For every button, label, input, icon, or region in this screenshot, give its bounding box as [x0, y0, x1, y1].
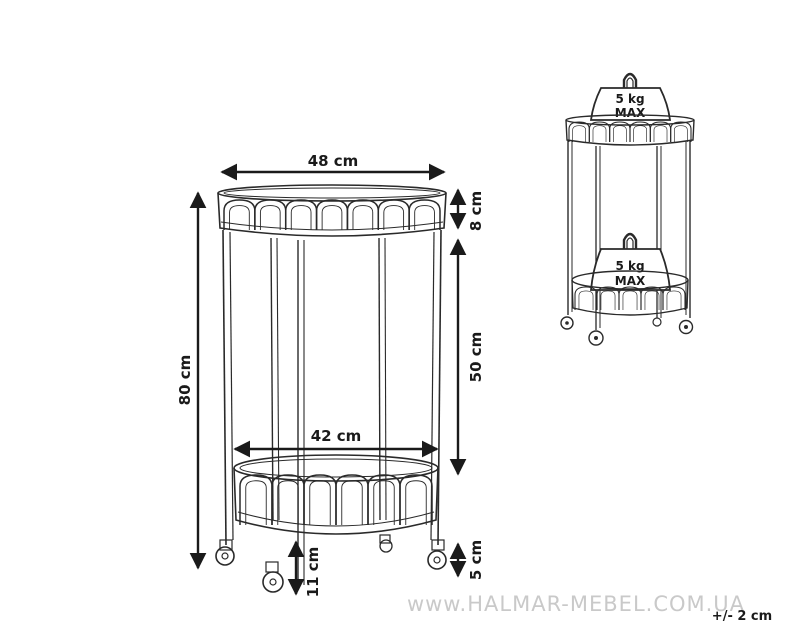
bottom-weight-value: 5 kg	[615, 259, 644, 273]
main-cart-drawing	[215, 184, 447, 593]
dimension-8cm: 8 cm	[449, 188, 485, 231]
arch	[399, 474, 433, 525]
arch	[223, 199, 256, 230]
arch-inner	[383, 205, 405, 230]
arch	[670, 121, 692, 142]
dimension-48cm: 48 cm	[220, 152, 446, 181]
arch-inner	[277, 480, 299, 525]
dimension-42cm: 42 cm	[233, 427, 439, 458]
arch-inner	[666, 290, 682, 310]
small-top-arches	[568, 121, 692, 142]
arch-inner	[578, 290, 594, 310]
arch-inner	[414, 205, 435, 230]
weight-icon-bottom: 5 kg MAX	[590, 232, 671, 291]
arch-inner	[633, 125, 648, 142]
arch	[315, 199, 349, 230]
label-50cm: 50 cm	[467, 332, 485, 383]
arch	[596, 286, 620, 310]
small-bottom-arches	[574, 286, 686, 310]
watermark: www.HALMAR-MEBEL.COM.UA	[407, 592, 745, 616]
dimension-5cm: 5 cm	[449, 540, 485, 580]
dimension-50cm: 50 cm	[449, 238, 485, 476]
arch	[588, 121, 611, 142]
arch	[649, 121, 672, 142]
arch-inner	[644, 290, 660, 310]
small-wheels	[560, 316, 694, 346]
bottom-weight-max: MAX	[615, 274, 646, 288]
arch-inner	[572, 125, 587, 142]
wheel-front-left	[215, 539, 235, 566]
bottom-tray-arches	[239, 474, 433, 525]
arch-inner	[622, 290, 638, 310]
arch-inner	[592, 125, 607, 142]
arch-inner	[259, 205, 281, 230]
arch	[367, 474, 401, 525]
arch	[377, 199, 410, 230]
arch	[335, 474, 369, 525]
arch	[271, 474, 305, 525]
label-80cm: 80 cm	[176, 355, 194, 406]
arch	[574, 286, 598, 310]
top-weight-max: MAX	[615, 106, 646, 120]
dimension-11cm: 11 cm	[287, 540, 322, 598]
arch	[303, 474, 337, 525]
arch	[254, 199, 287, 230]
weight-icon-top: 5 kg MAX	[589, 72, 672, 121]
load-capacity-drawing: 5 kg MAX 5 kg MAX	[560, 72, 695, 346]
arch	[662, 286, 686, 310]
label-11cm: 11 cm	[304, 547, 322, 598]
tolerance-note: +/- 2 cm	[712, 609, 772, 624]
arch	[609, 121, 631, 142]
label-42cm: 42 cm	[311, 427, 362, 445]
arch-inner	[352, 205, 374, 230]
arch	[239, 474, 273, 525]
arch	[640, 286, 664, 310]
arch-inner	[341, 480, 363, 525]
top-weight-value: 5 kg	[615, 92, 644, 106]
wheel-front-right	[427, 539, 447, 570]
arch	[629, 121, 651, 142]
label-48cm: 48 cm	[308, 152, 359, 170]
wheel-front-center	[262, 561, 284, 593]
arch-inner	[405, 480, 427, 525]
dimension-80cm: 80 cm	[176, 191, 207, 570]
arch	[346, 199, 380, 230]
arch-inner	[612, 125, 627, 142]
label-5cm: 5 cm	[467, 540, 485, 580]
top-tray-arches	[223, 199, 441, 230]
wheel-back-center	[379, 534, 393, 553]
arch	[568, 121, 590, 142]
arch-inner	[653, 125, 668, 142]
arch-inner	[600, 290, 616, 310]
label-8cm: 8 cm	[467, 191, 485, 231]
arch-inner	[229, 205, 250, 230]
arch-inner	[373, 480, 395, 525]
arch-inner	[673, 125, 688, 142]
arch	[618, 286, 642, 310]
arch	[408, 199, 441, 230]
arch-inner	[309, 480, 331, 525]
arch-inner	[321, 205, 343, 230]
arch	[284, 199, 318, 230]
arch-inner	[290, 205, 312, 230]
arch-inner	[245, 480, 267, 525]
